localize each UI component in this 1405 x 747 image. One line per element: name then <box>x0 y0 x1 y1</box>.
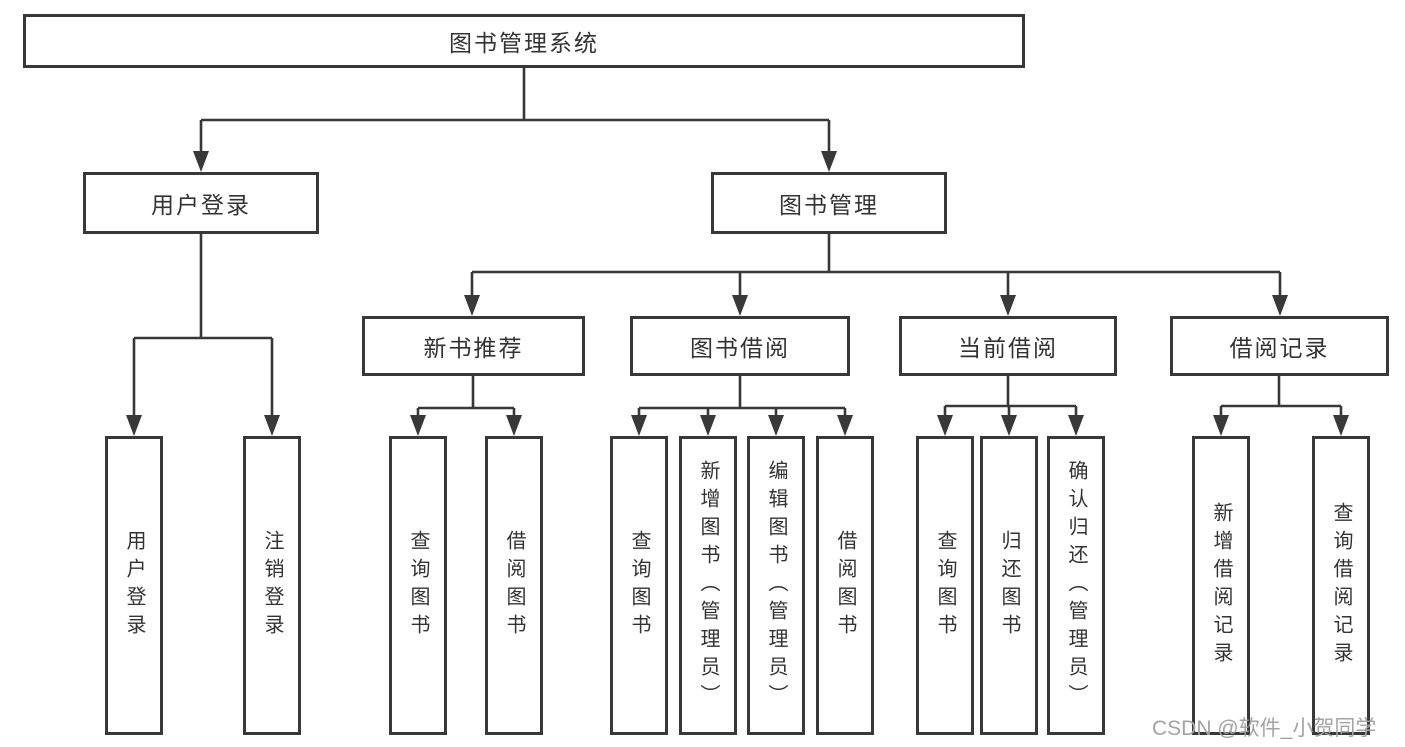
leaf-label: 借阅图书 <box>834 529 856 642</box>
node-new-book-recommendation: 新书推荐 <box>362 316 585 376</box>
leaf-add-books-admin: 新增图书（管理员） <box>679 436 737 735</box>
leaf-query-borrow-record: 查询借阅记录 <box>1312 436 1370 735</box>
node-borrowing-records: 借阅记录 <box>1170 316 1389 376</box>
leaf-label: 用户登录 <box>123 529 145 642</box>
node-book-borrowing: 图书借阅 <box>630 316 850 376</box>
leaf-borrow-books-newbook: 借阅图书 <box>485 436 543 735</box>
node-book-management: 图书管理 <box>711 172 947 234</box>
node-current-borrowing: 当前借阅 <box>899 316 1117 376</box>
node-label: 借阅记录 <box>1229 335 1330 361</box>
node-user-login: 用户登录 <box>83 172 319 234</box>
node-label: 当前借阅 <box>958 335 1058 361</box>
leaf-label: 查询图书 <box>628 529 650 642</box>
leaf-label: 查询借阅记录 <box>1330 501 1352 670</box>
leaf-label: 编辑图书（管理员） <box>765 459 787 712</box>
leaf-borrow-books: 借阅图书 <box>816 436 874 735</box>
leaf-label: 新增借阅记录 <box>1210 501 1232 670</box>
leaf-label: 查询图书 <box>407 529 429 642</box>
node-label: 图书管理 <box>779 192 879 218</box>
node-label: 新书推荐 <box>423 335 524 361</box>
node-label: 用户登录 <box>151 192 251 218</box>
leaf-query-books-borrow: 查询图书 <box>610 436 668 735</box>
leaf-query-books-newbook: 查询图书 <box>389 436 447 735</box>
node-label: 图书借阅 <box>690 335 790 361</box>
leaf-label: 注销登录 <box>261 529 283 642</box>
leaf-label: 新增图书（管理员） <box>697 459 719 712</box>
leaf-label: 归还图书 <box>998 529 1020 642</box>
leaf-label: 借阅图书 <box>503 529 525 642</box>
leaf-label: 查询图书 <box>934 529 956 642</box>
leaf-return-books: 归还图书 <box>980 436 1038 735</box>
leaf-add-borrow-record: 新增借阅记录 <box>1192 436 1250 735</box>
leaf-logout: 注销登录 <box>243 436 301 735</box>
node-library-management-system: 图书管理系统 <box>23 14 1025 68</box>
node-label: 图书管理系统 <box>449 30 599 56</box>
leaf-edit-books-admin: 编辑图书（管理员） <box>747 436 805 735</box>
leaf-query-books-current: 查询图书 <box>916 436 974 735</box>
leaf-confirm-return-admin: 确认归还（管理员） <box>1047 436 1105 735</box>
leaf-label: 确认归还（管理员） <box>1065 459 1087 712</box>
leaf-user-login: 用户登录 <box>105 436 163 735</box>
csdn-watermark: CSDN @软件_小贺同学 <box>1152 717 1377 740</box>
